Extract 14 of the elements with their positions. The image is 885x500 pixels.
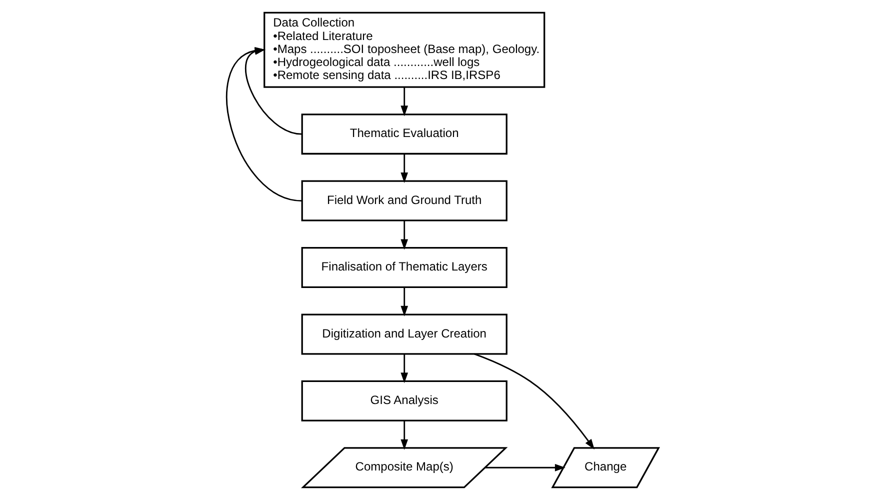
node-box: Thematic Evaluation [301, 114, 508, 155]
node-box: Finalisation of Thematic Layers [301, 247, 508, 288]
node-box: Field Work and Ground Truth [301, 180, 508, 222]
arrow [400, 354, 408, 384]
arrow [400, 220, 408, 250]
arrow [400, 287, 408, 316]
arrow [485, 464, 566, 472]
node-box: Digitization and Layer Creation [301, 314, 508, 355]
arrow [400, 87, 408, 116]
arrow [400, 420, 408, 450]
node-box: GIS Analysis [301, 380, 508, 422]
arrow [400, 154, 408, 183]
arrow [474, 353, 594, 450]
node-box: Data Collection •Related Literature •Maps ..........SOI toposheet (Base map), Geology. •Hydrogeological data ............well logs •Remote sensing data ..........IRS IB,IRSP6 [264, 12, 546, 88]
